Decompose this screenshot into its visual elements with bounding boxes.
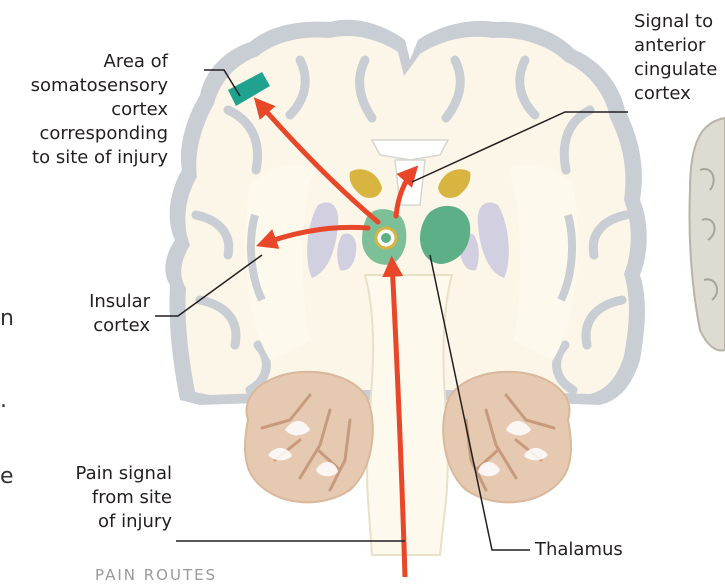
label-thalamus: Thalamus: [535, 538, 623, 562]
cropped-text-fragment: e: [0, 464, 14, 489]
brain-photo-fragment: [689, 118, 725, 350]
label-pain-signal: Pain signal from site of injury: [40, 462, 172, 534]
label-insular-cortex: Insular cortex: [70, 290, 150, 338]
label-signal-to-anterior-cingulate: Signal to anterior cingulate cortex: [634, 10, 725, 106]
cropped-caption: PAIN ROUTES: [95, 566, 217, 584]
label-somatosensory: Area of somatosensory cortex correspondi…: [10, 50, 168, 170]
cropped-text-fragment: n: [0, 306, 14, 331]
brainstem: [365, 275, 452, 555]
cropped-text-fragment: .: [0, 388, 7, 413]
